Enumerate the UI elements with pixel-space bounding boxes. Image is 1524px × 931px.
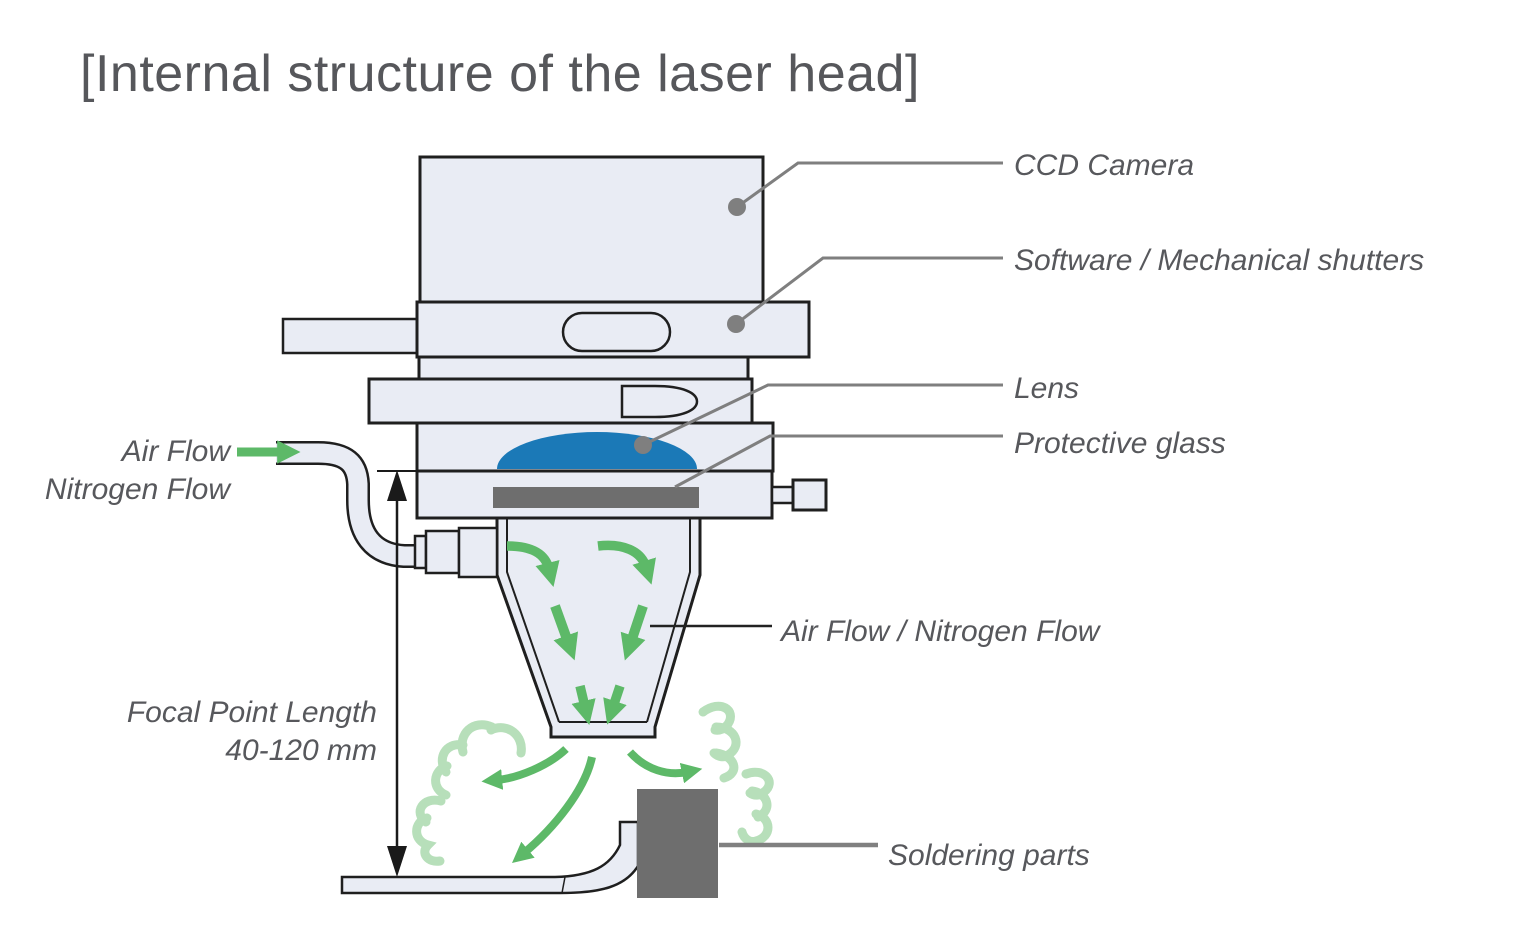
spray-arrow-right (627, 749, 703, 784)
spacer-block (417, 355, 750, 381)
leader-dot-ccd (728, 198, 746, 216)
label-shutters: Software / Mechanical shutters (1014, 244, 1425, 277)
label-protective-glass: Protective glass (1014, 427, 1226, 460)
air-tube (276, 441, 417, 568)
leader-ccd-camera (736, 161, 1003, 209)
cone-arrow-mid-left (550, 604, 579, 661)
page-title: [Internal structure of the laser head] (80, 45, 920, 103)
cone-arrow-top-right (597, 540, 656, 585)
label-airflow-inlet-line1: Air Flow (121, 435, 230, 468)
label-ccd-camera: CCD Camera (1014, 149, 1195, 182)
cone-arrow-mid-right (620, 604, 648, 661)
leader-lens (642, 383, 1003, 447)
cone-arrow-bottom-left (571, 684, 596, 726)
label-airflow-inlet-line2: Nitrogen Flow (44, 473, 230, 506)
work-plate (340, 820, 640, 895)
shutter-left-bar (281, 317, 419, 355)
shutter-slot-1 (561, 311, 672, 353)
leader-lines (634, 161, 1003, 848)
ccd-camera-box (418, 155, 765, 304)
tube-fitting (413, 526, 499, 579)
leader-shutters (735, 256, 1003, 326)
label-focal-line2: 40-120 mm (225, 734, 377, 767)
spray-arrow-middle (512, 756, 596, 863)
laser-head-body (281, 155, 828, 520)
focal-length-dimension (377, 470, 420, 877)
label-lens: Lens (1014, 372, 1080, 405)
shutter-slot-2 (620, 384, 699, 419)
label-soldering-parts: Soldering parts (888, 839, 1090, 872)
label-focal-point-length: Focal Point Length 40-120 mm (127, 694, 377, 770)
cone-arrow-top-left (506, 541, 560, 587)
leader-dot-lens (634, 436, 652, 454)
cone-arrow-bottom-right (603, 684, 627, 725)
leader-dot-shutters (727, 315, 745, 333)
side-connector-box (791, 478, 828, 512)
label-airflow-nozzle: Air Flow / Nitrogen Flow (781, 615, 1100, 648)
flow-cloud-puffs (412, 701, 774, 866)
protective-glass-plate (493, 487, 699, 508)
label-focal-line1: Focal Point Length (126, 696, 377, 729)
spray-arrow-left (481, 746, 569, 790)
flow-arrows (237, 440, 703, 863)
work-plate-seam (561, 876, 566, 894)
side-connector-stem (770, 485, 795, 505)
protective-glass-housing (415, 469, 774, 520)
label-airflow-inlet: Air Flow Nitrogen Flow (45, 433, 230, 509)
soldering-part-block (637, 789, 718, 898)
cloud-left-upper (486, 723, 526, 758)
leader-protective-glass (674, 434, 1003, 489)
